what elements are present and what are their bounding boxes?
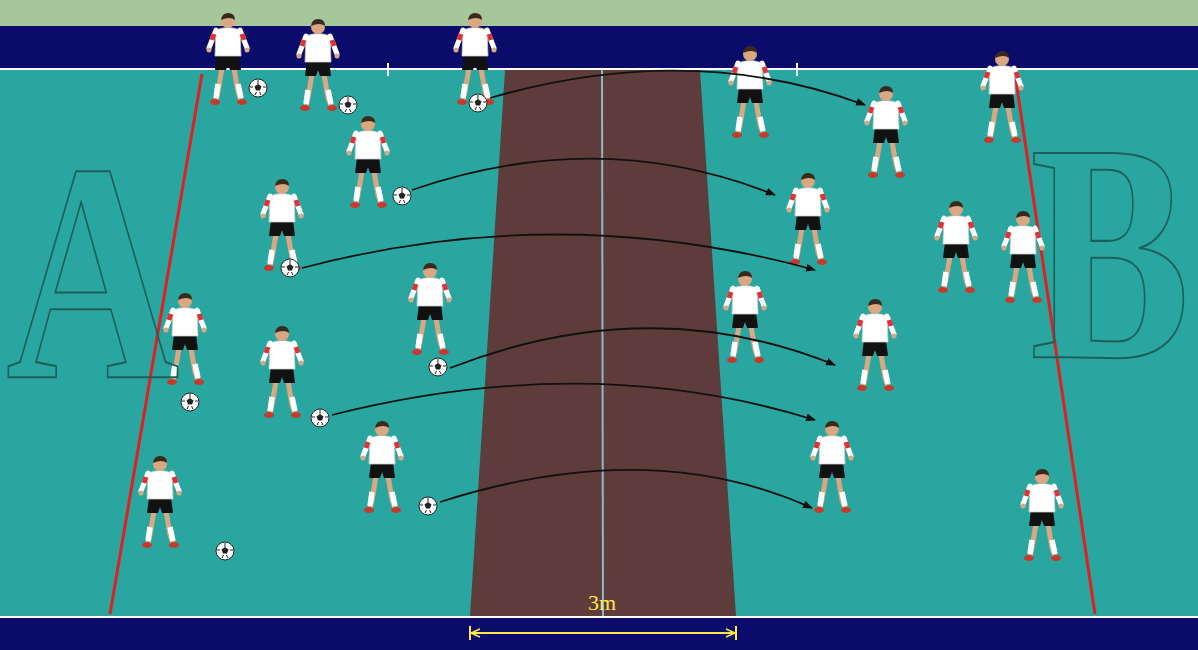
balls [181,79,487,560]
zone-letter: A [6,116,179,428]
dimension-line [470,626,736,640]
dimension-label: 3m [588,592,616,614]
top-band [0,26,1198,68]
neutral-zone [470,70,736,616]
center-line [602,70,603,616]
players [139,13,1064,561]
top-strip [0,0,1198,26]
zone-letter: B [1030,96,1190,408]
bottom-line [0,616,1198,618]
bottom-band [0,618,1198,650]
top-line [0,68,1198,70]
pass-arrows [302,71,865,508]
